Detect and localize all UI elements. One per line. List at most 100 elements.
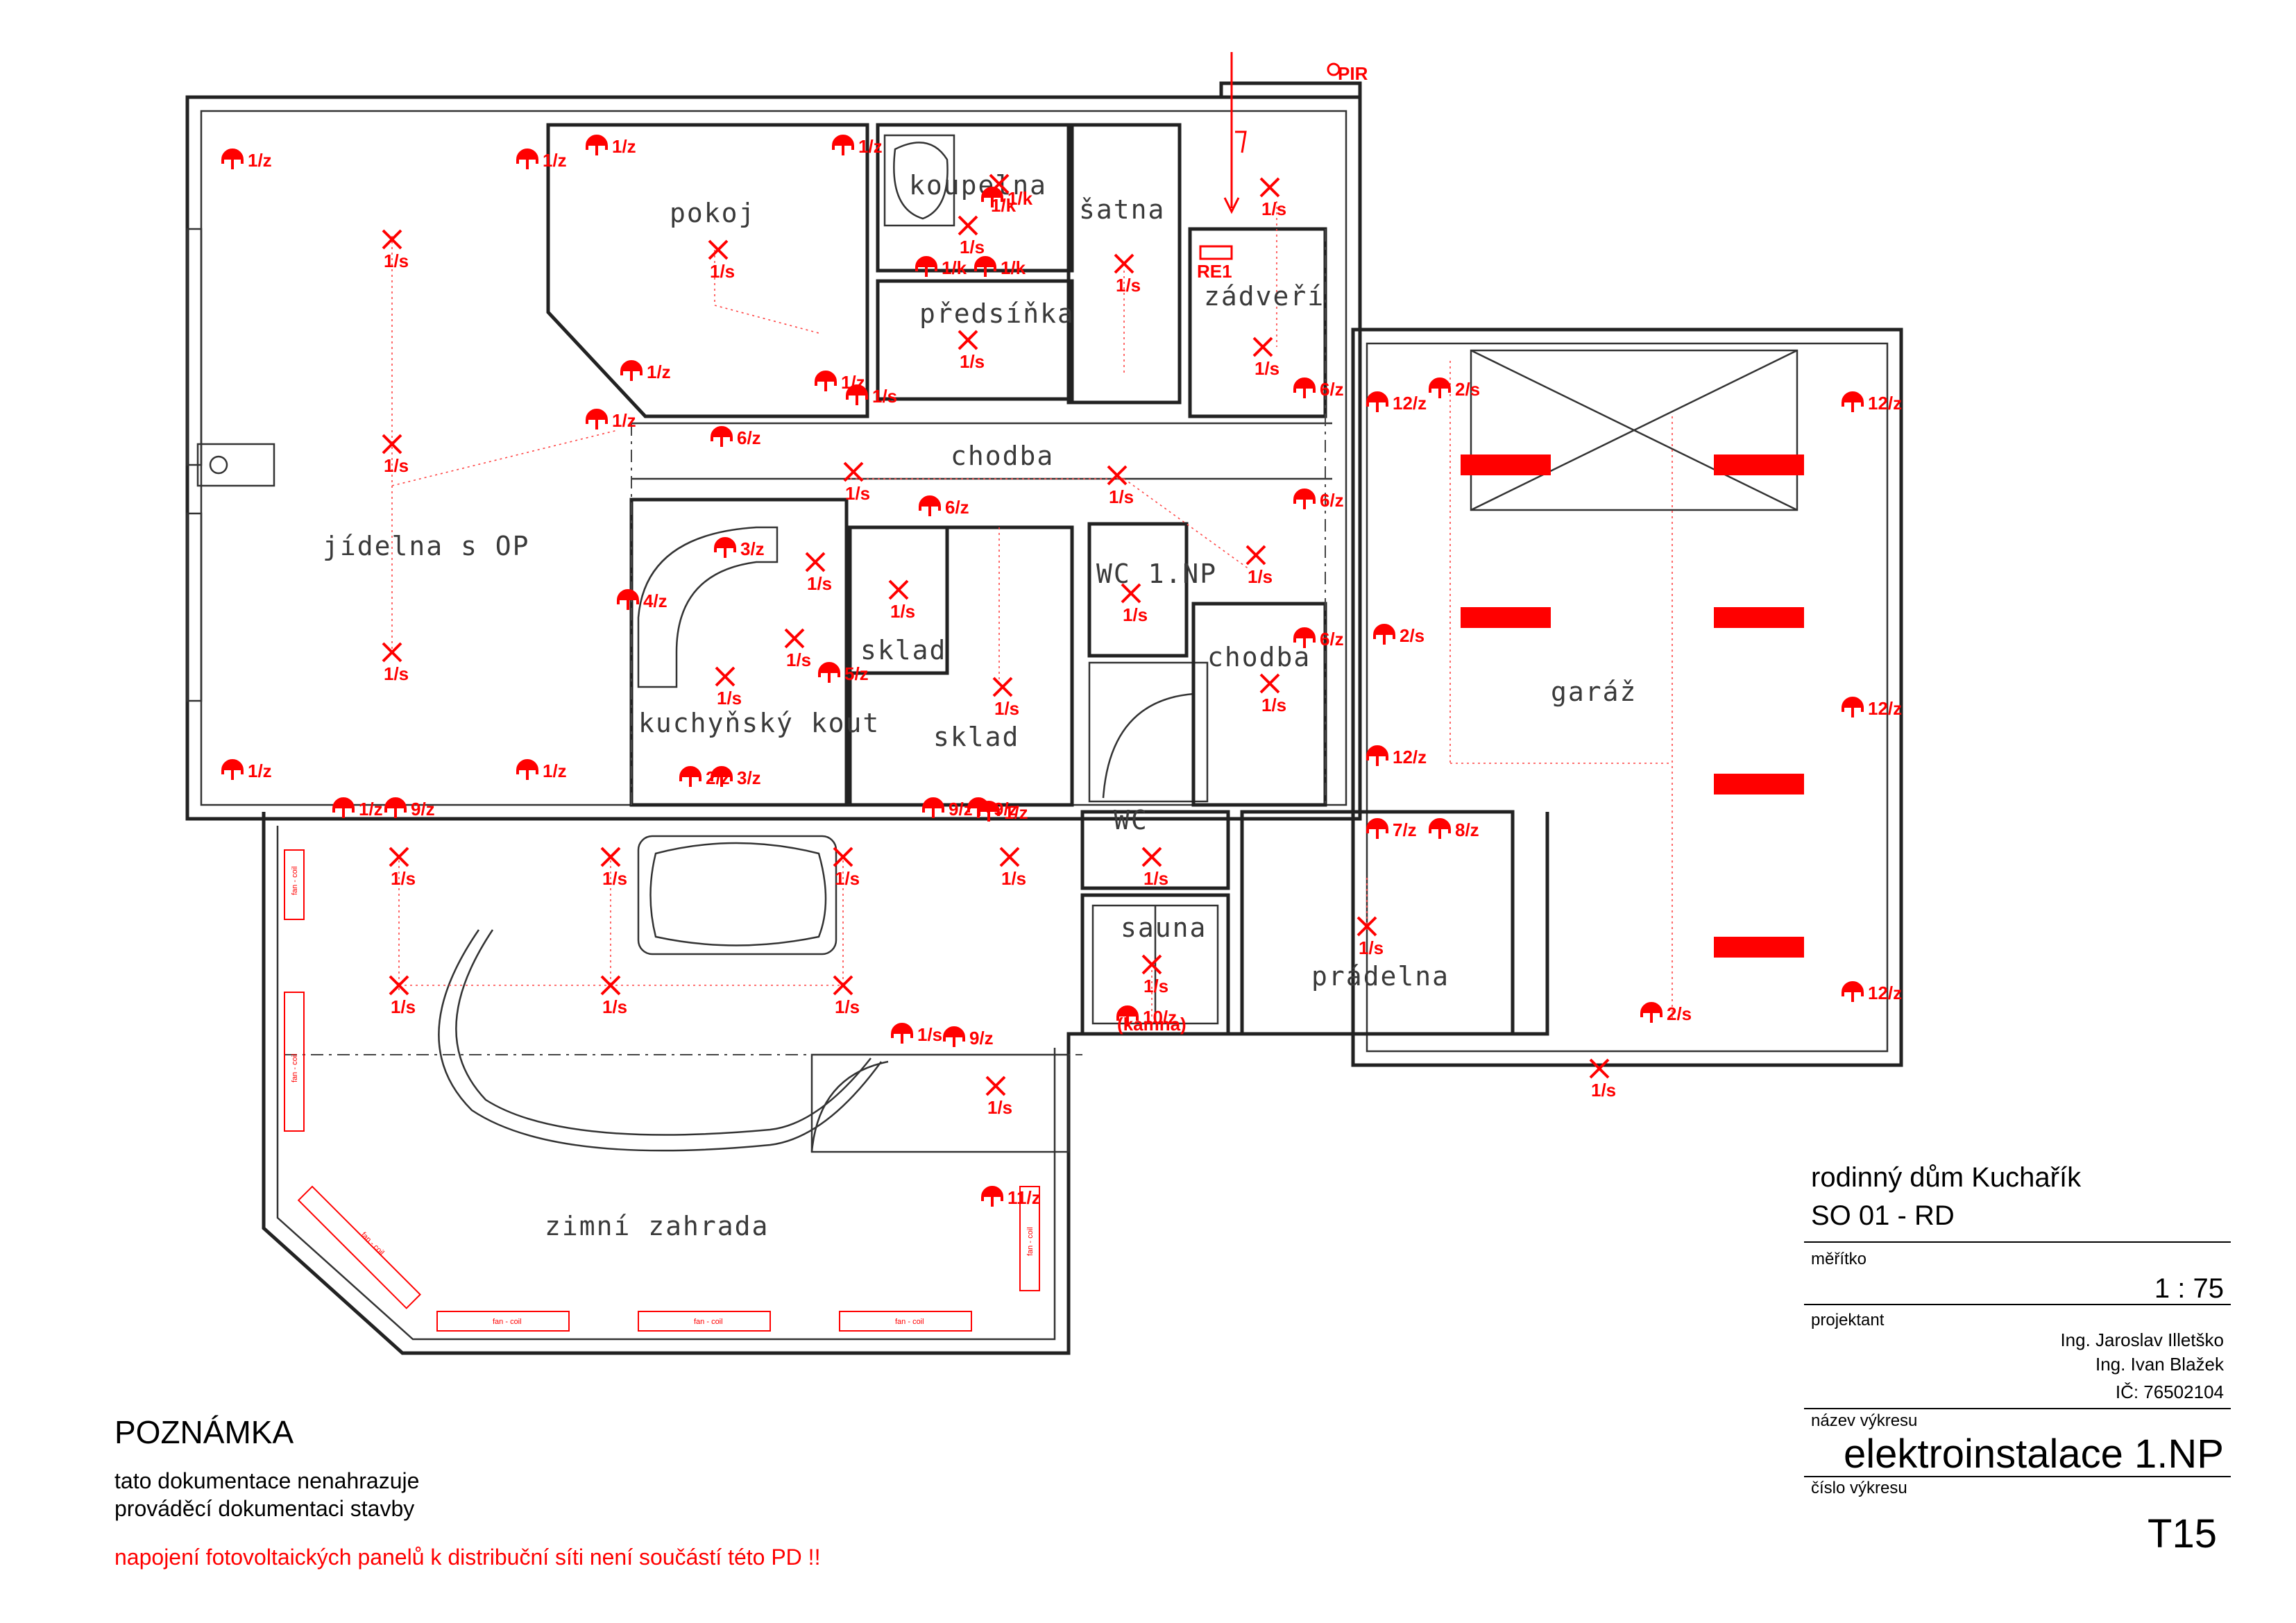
outlet-circuit-label: 1/s xyxy=(872,386,897,407)
room-label-garaz: garáž xyxy=(1551,677,1637,707)
ceiling-light-icon: 1/s xyxy=(600,847,627,889)
socket-outlet-icon: 3/z xyxy=(711,766,761,788)
ceiling-light-icon: 1/s xyxy=(600,975,627,1017)
outlet-circuit-label: 12/z xyxy=(1868,983,1902,1003)
light-circuit-label: 1/s xyxy=(845,483,870,504)
socket-outlet-icon: 5/z xyxy=(818,662,869,684)
socket-outlet-icon: 2/s xyxy=(1640,1002,1692,1024)
outlet-circuit-label: 5/z xyxy=(844,663,869,684)
outlet-circuit-label: 1/z xyxy=(858,136,883,157)
outlet-circuit-label: 1/z xyxy=(543,760,567,781)
ceiling-light-icon: 1/s xyxy=(985,1076,1012,1118)
light-circuit-label: 1/s xyxy=(391,868,416,889)
re1-label: RE1 xyxy=(1197,261,1232,282)
light-circuit-label: 1/s xyxy=(602,996,627,1017)
socket-outlet-icon: 1/z xyxy=(586,409,636,431)
note-line-2: prováděcí dokumentaci stavby xyxy=(114,1496,414,1521)
socket-outlet-icon: 1/k xyxy=(974,256,1026,278)
light-fixtures: 1/s 1/s 1/s 1/s 1/k 1/s 1/s 1/s 1/s 1/s 1/s 1/s 1/s 1… xyxy=(382,173,1616,1118)
outlet-circuit-label: 10/z xyxy=(1143,1007,1177,1028)
light-circuit-label: 1/s xyxy=(786,649,811,670)
room-label-kuchynsky-kout: kuchyňský kout xyxy=(638,708,880,738)
room-labels: pokoj koupelna šatna předsíňka zádveří j… xyxy=(323,170,1637,1241)
designer-2: Ing. Ivan Blažek xyxy=(2095,1354,2225,1375)
light-circuit-label: 1/s xyxy=(391,996,416,1017)
socket-outlet-icon: 1/z xyxy=(832,135,883,157)
socket-outlet-icon: 11/z xyxy=(981,1186,1041,1208)
note-line-1: tato dokumentace nenahrazuje xyxy=(114,1468,419,1493)
light-circuit-label: 1/s xyxy=(717,688,742,708)
outlet-circuit-label: 7/z xyxy=(1393,819,1417,840)
ceiling-light-icon: 1/s xyxy=(389,975,416,1017)
building-walls xyxy=(185,81,1903,1355)
ceiling-light-icon: 1/s xyxy=(715,666,742,708)
outlet-circuit-label: 9/z xyxy=(969,1028,994,1048)
socket-outlet-icon: 7/z xyxy=(1366,818,1417,840)
outlet-circuit-label: 6/z xyxy=(1320,629,1344,649)
ceiling-light-icon: 1/s xyxy=(1589,1058,1616,1101)
outlet-circuit-label: 1/z xyxy=(248,760,272,781)
room-label-zimni-zahrada: zimní zahrada xyxy=(545,1211,769,1241)
socket-outlet-icon: 12/z xyxy=(1366,391,1427,414)
ceiling-light-icon: 1/s xyxy=(1245,545,1273,587)
room-label-sauna: sauna xyxy=(1121,912,1207,943)
outlet-circuit-label: 1/k xyxy=(942,257,967,278)
outlet-circuit-label: 8/z xyxy=(1455,819,1479,840)
ceiling-light-icon: 1/s xyxy=(1141,954,1168,996)
fan-coil-label: fan - coil xyxy=(291,866,299,895)
outlet-circuit-label: 2/s xyxy=(1667,1003,1692,1024)
project-name: rodinný dům Kuchařík xyxy=(1811,1162,2082,1193)
room-label-wc: WC xyxy=(1114,805,1148,835)
light-circuit-label: 1/s xyxy=(1116,275,1141,296)
outlet-circuit-label: 4/z xyxy=(643,590,667,611)
light-circuit-label: 1/s xyxy=(384,455,409,476)
socket-outlet-icon: 1/k xyxy=(915,256,967,278)
fan-coil-label: fan - coil xyxy=(493,1318,522,1326)
light-circuit-label: 1/s xyxy=(1248,566,1273,587)
socket-outlet-icon: 12/z xyxy=(1842,981,1902,1003)
light-circuit-label: 1/s xyxy=(835,868,860,889)
socket-outlet-icon: 1/z xyxy=(516,148,567,171)
outlet-circuit-label: 12/z xyxy=(1393,393,1427,414)
room-label-zadveri: zádveří xyxy=(1204,281,1325,312)
pir-label: PIR xyxy=(1338,63,1368,84)
title-block: rodinný dům Kuchařík SO 01 - RD měřítko … xyxy=(1804,1162,2231,1556)
room-label-pradelna: prádelna xyxy=(1311,961,1449,992)
socket-outlet-icon: 1/z xyxy=(620,360,671,382)
socket-outlet-icon: 10/z xyxy=(1116,1005,1177,1028)
socket-outlet-icon: 1/z xyxy=(332,797,383,819)
socket-outlet-icon: 9/z xyxy=(967,797,1018,819)
outlet-circuit-label: 12/z xyxy=(1393,747,1427,767)
room-label-chodba: chodba xyxy=(1207,642,1311,672)
room-label-sklad: sklad xyxy=(933,722,1019,752)
outlet-circuit-label: 2/s xyxy=(1455,379,1480,400)
fan-coil-label: fan - coil xyxy=(895,1318,924,1326)
light-circuit-label: 1/s xyxy=(890,601,915,622)
light-circuit-label: 1/s xyxy=(1001,868,1026,889)
outlet-circuit-label: 6/z xyxy=(1320,379,1344,400)
outlet-circuit-label: 3/z xyxy=(737,767,761,788)
light-circuit-label: 1/s xyxy=(960,351,985,372)
drawing-name-label: název výkresu xyxy=(1811,1411,1917,1430)
ceiling-light-icon: 1/s xyxy=(1121,583,1148,625)
outlet-circuit-label: 6/z xyxy=(1320,490,1344,511)
drawing-number-label: číslo výkresu xyxy=(1811,1479,1907,1497)
garage-heaters xyxy=(1461,454,1804,958)
scale-label: měřítko xyxy=(1811,1250,1866,1268)
ceiling-light-icon: 1/s xyxy=(382,434,409,476)
socket-outlet-icon: 9/z xyxy=(384,797,435,819)
socket-outlet-icon: 1/z xyxy=(586,135,636,157)
ceiling-light-icon: 1/s xyxy=(1259,177,1286,219)
room-label-koupelna: koupelna xyxy=(909,170,1047,201)
socket-outlet-icon: 8/z xyxy=(1429,818,1479,840)
outlet-circuit-label: 6/z xyxy=(945,497,969,518)
ceiling-light-icon: 1/s xyxy=(888,579,915,622)
light-circuit-label: 1/s xyxy=(994,698,1019,719)
fan-coil-label: fan - coil xyxy=(1026,1227,1035,1256)
light-circuit-label: 1/s xyxy=(1123,604,1148,625)
socket-outlet-icon: 2/s xyxy=(1373,624,1425,646)
ceiling-light-icon: 1/s xyxy=(999,847,1026,889)
note-heading: POZNÁMKA xyxy=(114,1414,294,1450)
kamna-label: (kamna) xyxy=(1117,1014,1187,1035)
room-label-pokoj: pokoj xyxy=(670,198,756,228)
